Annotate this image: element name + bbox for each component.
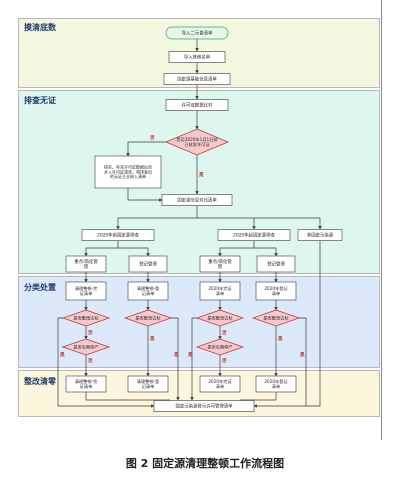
- node-reg_a-text: 登记管理: [139, 261, 157, 268]
- node-final: [153, 400, 255, 412]
- node-key_b: [199, 255, 241, 273]
- decision-d3-text: 是否整改达标: [207, 314, 232, 321]
- decision-d3: [195, 309, 245, 327]
- decision-d4: [251, 309, 301, 327]
- edge-list-nonfixed: [254, 217, 322, 230]
- node-list_after_compare: [161, 194, 233, 206]
- edge-after-reg: [254, 247, 278, 257]
- decision-decision_2020-text: 是否2020年1月1日前已核发许可证: [176, 136, 217, 148]
- node-import_other: [168, 51, 226, 63]
- lane-label-screen: 排查无证: [24, 96, 56, 105]
- edge-d2-final: [171, 317, 180, 401]
- edge-label-yes: 是: [187, 351, 193, 358]
- edge-label-yes: 是: [299, 351, 305, 358]
- edge-d4-final: [253, 317, 307, 408]
- node-lic_a2-text: 清理整顿-登记清单: [137, 285, 160, 297]
- edge-label-no: 否: [88, 329, 93, 336]
- edge-nonfixed-final: [306, 241, 321, 407]
- edge-label-no: 否: [222, 357, 227, 364]
- edge-d1-final: [57, 317, 155, 408]
- lane-label-rectify: 整改清零: [24, 377, 56, 386]
- edge-labels: 否是否否否是否是是是是是: [59, 134, 305, 364]
- edge-list-before: [116, 206, 198, 230]
- node-fin1-text: 清理整顿-完证清单: [75, 378, 97, 390]
- node-handle_note-text: 核实、补充许可证数据后合并入许可证清单，将排查出的无证企业纳入清单: [104, 164, 152, 180]
- decision-decision_2020: [164, 128, 230, 156]
- edge-label-no: 否: [150, 134, 155, 141]
- node-after2020-text: 2020年起固定源排查: [233, 232, 276, 239]
- edge-d3-final: [190, 317, 197, 401]
- lane-label-collect: 摸清底数: [24, 23, 56, 32]
- edge-decision-handle: [126, 141, 166, 157]
- nodes: 导入二污普清单导入其他名单固定源基础信息清单许可证数据比对是否2020年1月1日…: [61, 26, 343, 412]
- edge-label-no: 否: [222, 329, 227, 336]
- node-permit_compare: [165, 99, 229, 111]
- edge-label-yes: 是: [198, 171, 204, 178]
- figure-caption: 图 2 固定源清理整顿工作流程图: [125, 457, 285, 470]
- node-lic_b1: [199, 281, 241, 301]
- node-key_a-text: 重点/简化管理: [74, 258, 98, 270]
- edge-before-key: [84, 241, 119, 257]
- node-key_a: [65, 255, 107, 273]
- node-reg_a: [128, 255, 168, 273]
- node-fin1: [65, 375, 107, 393]
- node-final-text: 固定污染源排污许可管理清单: [175, 403, 233, 410]
- edge-label-yes: 是: [277, 335, 283, 342]
- node-lic_b1-text: 2020年完证清单: [208, 285, 232, 297]
- decision-d2-text: 是否整改达标: [135, 314, 160, 321]
- decision-d6: [195, 338, 245, 356]
- node-fixed_list: [163, 73, 231, 85]
- node-after2020: [217, 229, 291, 241]
- edge-label-no: 否: [88, 357, 93, 364]
- node-before2020-text: 2020年前固定源排查: [97, 232, 140, 239]
- node-fin3-text: 2020年完证清单: [208, 378, 232, 390]
- node-fin3: [199, 375, 241, 393]
- node-lic_a1: [65, 281, 107, 301]
- node-handle_note: [94, 155, 162, 189]
- edge-list-after: [197, 217, 256, 230]
- decision-d5-text: 是否长期停产: [73, 343, 98, 350]
- node-lic_a1-text: 清理整顿-完证清单: [75, 285, 97, 297]
- node-fin4-text: 2020年登记清单: [264, 378, 288, 390]
- edge-before-reg: [118, 247, 150, 257]
- edge-label-yes: 是: [149, 335, 155, 342]
- decision-d4-text: 是否整改达标: [263, 314, 288, 321]
- decision-d6-text: 是否长期停产: [207, 343, 232, 350]
- lane-label-classify: 分类处置: [24, 283, 56, 292]
- node-lic_b2: [255, 281, 297, 301]
- edge-label-yes: 是: [173, 351, 179, 358]
- node-reg_b-text: 登记管理: [267, 261, 285, 268]
- edge-handle-list: [127, 188, 163, 202]
- decision-d1-text: 是否整改达标: [73, 314, 98, 321]
- node-fin4: [255, 375, 297, 393]
- edge-fin1-final: [85, 392, 170, 401]
- page-edge-line: [381, 0, 382, 440]
- node-lic_a2: [127, 281, 169, 301]
- node-key_b-text: 重点/简化管理: [208, 258, 232, 270]
- node-import_other-text: 导入其他名单: [184, 54, 211, 61]
- edge-label-yes: 是: [59, 351, 65, 358]
- node-start-text: 导入二污普清单: [182, 30, 213, 37]
- edge-after-key: [218, 241, 255, 257]
- node-lic_b2-text: 2020年登记清单: [264, 285, 288, 297]
- node-non_fixed: [297, 229, 343, 241]
- node-before2020: [81, 229, 155, 241]
- decision-d1: [61, 309, 111, 327]
- decision-d2: [123, 309, 173, 327]
- node-fin2-text: 清理整顿-登记清单: [137, 378, 160, 390]
- node-fin2: [127, 375, 169, 393]
- node-non_fixed-text: 非固定污染源: [307, 232, 334, 239]
- node-start: [165, 26, 229, 40]
- edge-fin4-final: [240, 392, 277, 401]
- decision-d5: [61, 338, 111, 356]
- node-list_after_compare-text: 固定源信息对比清单: [177, 197, 217, 204]
- node-fixed_list-text: 固定源基础信息清单: [177, 76, 217, 83]
- edges: [57, 39, 322, 408]
- node-permit_compare-text: 许可证数据比对: [182, 102, 213, 109]
- node-reg_b: [256, 255, 296, 273]
